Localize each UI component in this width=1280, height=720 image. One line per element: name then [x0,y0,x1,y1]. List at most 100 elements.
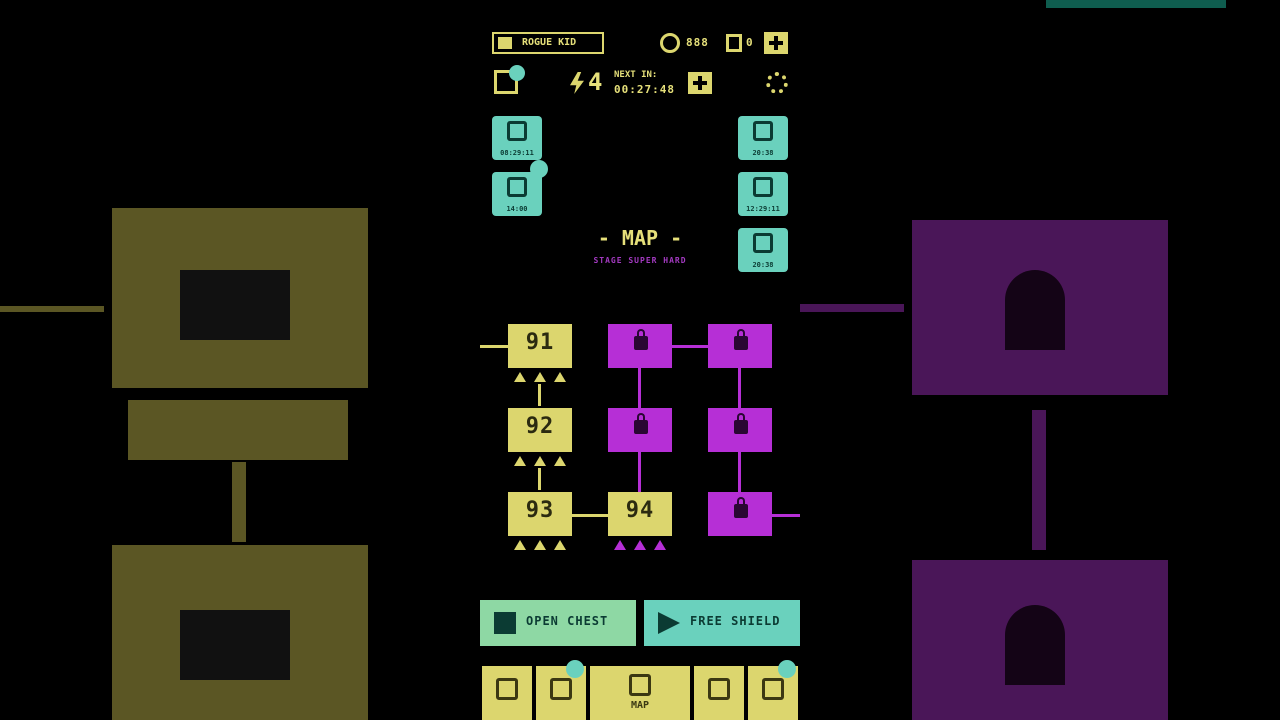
mail-icon [753,121,773,141]
star-icon [514,456,526,466]
nav-tab-map[interactable]: MAP [590,666,690,720]
side-button-event[interactable]: 12:29:11 [738,172,788,216]
map-path-line [538,384,541,406]
video-play-icon [658,612,680,634]
backdrop-right [800,0,1280,720]
star-icon [554,540,566,550]
map-path-line [480,345,508,348]
backdrop-left [0,0,480,720]
side-button-chest-timer: 14:00 [506,205,528,213]
notification-badge-icon [530,160,548,178]
side-button-event-timer: 12:29:11 [746,205,780,213]
backpack-icon [762,678,784,700]
game-screen: ROGUE KID 888 0 4 NEXT IN: 00:27:48 08:2… [480,0,800,720]
free-shield-button[interactable]: FREE SHIELD [644,600,800,646]
star-icon [554,372,566,382]
star-icon [534,540,546,550]
open-chest-label: OPEN CHEST [526,614,609,628]
notification-badge-icon [509,65,525,81]
star-icon [514,372,526,382]
shop-icon [550,678,572,700]
lock-icon [734,497,748,518]
star-icon [614,540,626,550]
coin-count: 888 [686,36,709,49]
shop-icon [507,121,527,141]
stage-node-locked[interactable] [708,492,772,536]
nav-map-label: MAP [630,700,650,711]
stage-stars [610,540,670,552]
stage-node-locked[interactable] [708,324,772,368]
map-path-line [572,514,608,517]
map-title: - MAP - [570,226,710,250]
side-button-chest[interactable]: 14:00 [492,160,548,216]
chest-icon [494,612,516,634]
star-icon [534,372,546,382]
lock-icon [634,329,648,350]
lock-icon [734,413,748,434]
settings-gear-icon[interactable] [766,72,788,94]
side-button-shop[interactable]: 08:29:11 [492,116,542,160]
stage-node-locked[interactable] [608,324,672,368]
map-path-line [738,368,741,408]
nav-tab-inventory[interactable] [748,660,798,720]
side-button-gem-timer: 20:38 [752,261,774,269]
map-path-line [538,468,541,490]
trophy-icon [753,177,773,197]
side-button-mail-timer: 20:38 [752,149,774,157]
stage-node-locked[interactable] [608,408,672,452]
gem-icon [753,233,773,253]
stage-number: 93 [525,498,555,523]
stage-stars [510,540,570,552]
player-name: ROGUE KID [522,37,577,48]
stage-stars [510,372,570,384]
stage-node-93[interactable]: 93 [508,492,572,550]
notification-badge-icon [566,660,584,678]
notification-badge-icon [778,660,796,678]
player-avatar-icon [498,37,512,49]
profile-button[interactable] [494,65,525,94]
star-icon [534,456,546,466]
stage-node-92[interactable]: 92 [508,408,572,466]
gem-icon [726,34,742,52]
next-in-label: NEXT IN: [614,70,658,80]
free-shield-label: FREE SHIELD [690,614,781,628]
energy-count: 4 [588,68,603,96]
player-name-plate[interactable]: ROGUE KID [492,32,604,54]
stage-node-91[interactable]: 91 [508,324,572,382]
next-in-timer: 00:27:48 [614,83,675,96]
add-currency-button[interactable] [764,32,788,54]
chest-icon [507,177,527,197]
map-path-line [772,514,800,517]
side-button-gem[interactable]: 20:38 [738,228,788,272]
map-subtitle: STAGE SUPER HARD [593,256,687,265]
stage-node-94[interactable]: 94 [608,492,672,550]
map-path-line [738,452,741,492]
energy-icon [570,72,584,94]
stage-number: 94 [625,498,655,523]
map-path-line [638,368,641,408]
lock-icon [734,329,748,350]
nav-tab-shop[interactable] [536,660,586,720]
side-button-mail[interactable]: 20:38 [738,116,788,160]
star-icon [634,540,646,550]
nav-tab-cards[interactable] [482,666,532,720]
map-path-line [638,452,641,492]
cards-icon [496,678,518,700]
coin-counter: 888 [660,32,726,54]
map-icon [629,674,651,696]
star-icon [654,540,666,550]
nav-tab-heroes[interactable] [694,666,744,720]
coin-icon [660,33,680,53]
stage-number: 91 [525,330,555,355]
joystick-icon [708,678,730,700]
lock-icon [634,413,648,434]
stage-node-locked[interactable] [708,408,772,452]
stage-stars [510,456,570,468]
stage-number: 92 [525,414,555,439]
gem-counter: 0 [726,32,762,54]
map-path-line [672,345,708,348]
add-energy-button[interactable] [688,72,712,94]
open-chest-button[interactable]: OPEN CHEST [480,600,636,646]
gem-count: 0 [746,36,754,49]
side-button-shop-timer: 08:29:11 [500,149,534,157]
